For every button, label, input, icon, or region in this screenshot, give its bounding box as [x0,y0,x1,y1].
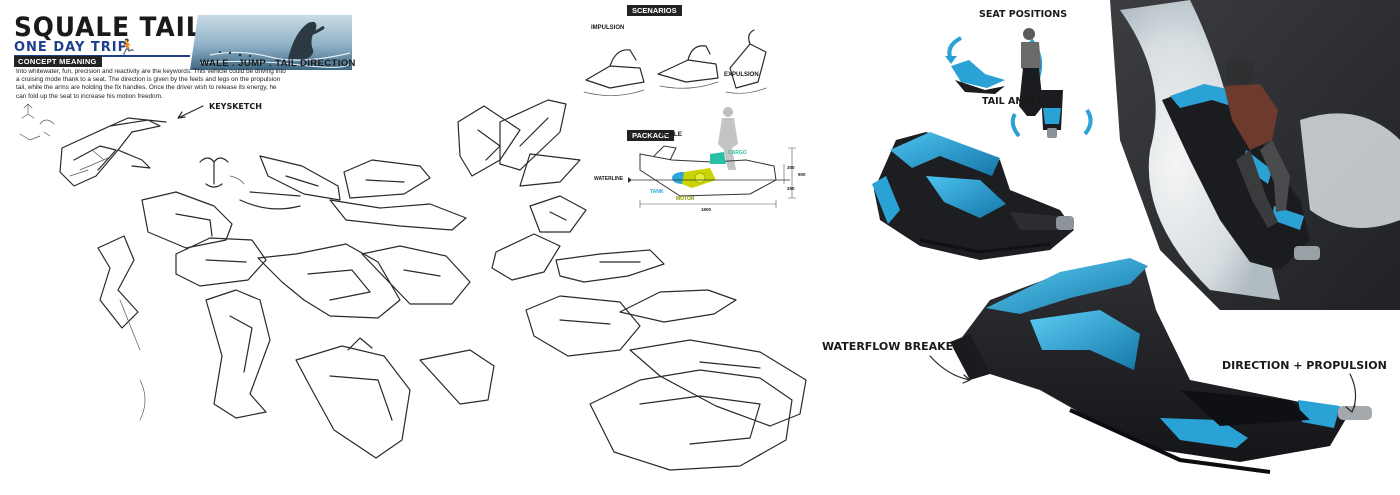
whale-tail-doodle [199,157,245,188]
concept-sketches [19,99,807,471]
height-dimension-2: 250 [787,186,795,191]
waterflow-arrow-icon [929,355,971,384]
height-dimension: 900 [798,172,806,177]
subtitle-underline [14,55,190,57]
seat-positions-label: SEAT POSITIONS [979,9,1068,20]
figure-doodle [19,103,55,141]
waterflow-breaker-label: WATERFLOW BREAKER [822,340,962,353]
expulsion-label: EXPULSION [724,72,759,78]
jetski-render-bottom [950,258,1372,474]
concept-description: Into whitewater, fun, precision and reac… [16,68,286,100]
scenarios-sketches [583,29,767,96]
waterline-label: WATERLINE [594,176,624,182]
page-subtitle: ONE DAY TRIP [14,40,129,55]
direction-propulsion-label: DIRECTION + PROPULSION [1222,359,1387,372]
impulsion-label: IMPULSION [591,25,625,31]
tail-angle-label: TAIL ANGLE [982,96,1044,107]
seat-positions-render [945,28,1043,116]
keywords-line: WALE . JUMP . TAIL DIRECTION [200,58,356,69]
cargo-label: CARGO [728,150,747,156]
jetski-render-top [872,132,1074,260]
keysketch-vehicle [59,117,167,187]
length-dimension: 1900 [701,207,712,212]
package-label: PACKAGE [627,130,674,141]
motor-label: MOTOR [676,196,695,202]
running-person-icon: 🏃 [118,39,137,56]
tank-label: TANK [650,189,664,195]
height-dimension-1: 300 [787,165,795,170]
rider-waterfall-photo [1110,0,1400,310]
tail-angle-render [1010,90,1093,138]
cargo-volume [710,152,726,164]
keysketch-label: KEYSKETCH [209,102,262,111]
package-diagram [628,107,796,208]
scenarios-label: SCENARIOS [627,5,682,16]
concept-meaning-label: CONCEPT MEANING [14,56,102,67]
scale-label: SCALE [660,131,683,138]
page-title: SQUALE TAIL” [14,12,214,43]
whale-banner-image [190,15,352,70]
propulsion-arrow-icon [1345,373,1357,413]
